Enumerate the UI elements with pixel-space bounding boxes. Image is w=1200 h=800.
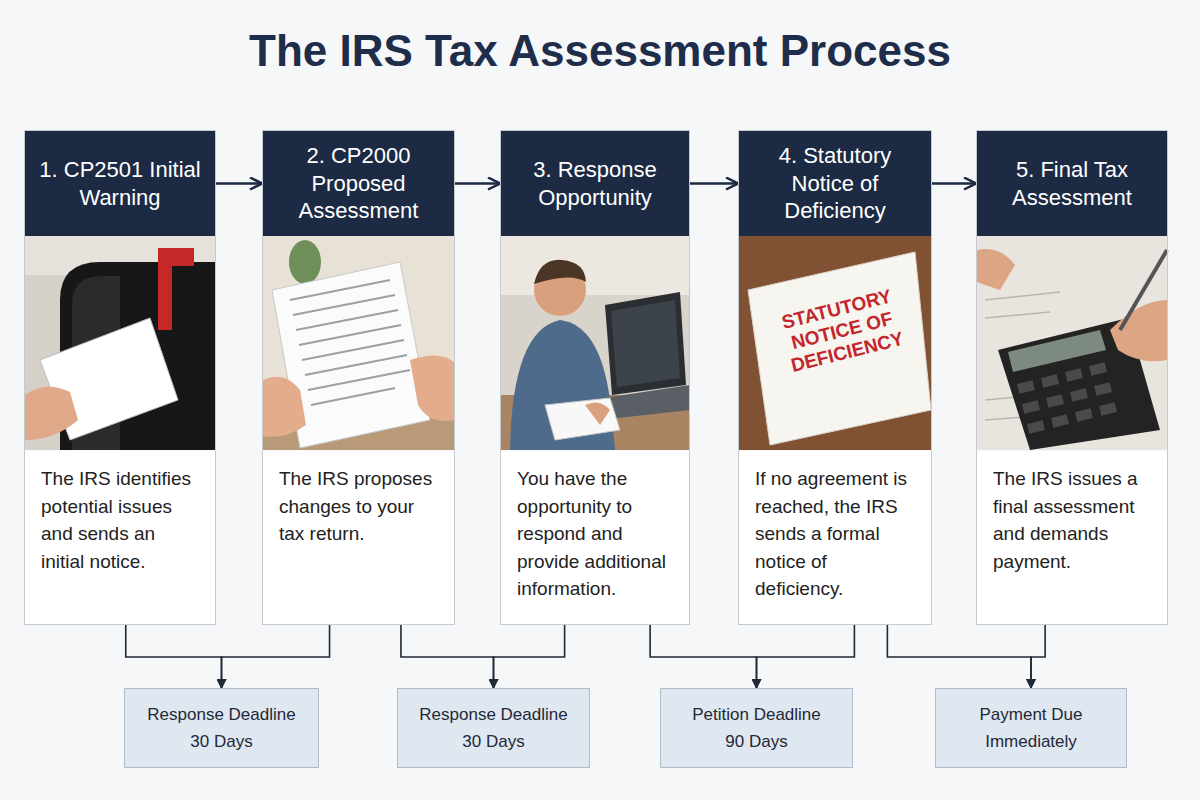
notice-photo	[739, 235, 931, 450]
step-description: The IRS proposes changes to your tax ret…	[279, 465, 438, 548]
deadline-box: Response Deadline30 Days	[397, 688, 590, 768]
deadline-box: Petition Deadline90 Days	[660, 688, 853, 768]
deadline-connector	[401, 625, 494, 688]
deadline-label: Response Deadline	[147, 701, 295, 728]
deadline-label: Petition Deadline	[692, 701, 821, 728]
flow-arrow	[216, 182, 262, 185]
deadline-label: Response Deadline	[419, 701, 567, 728]
description-panel: The IRS proposes changes to your tax ret…	[263, 451, 454, 624]
deadline-value: 30 Days	[462, 728, 524, 755]
heading-band: 5. Final Tax Assessment	[977, 131, 1167, 236]
flow-arrow	[932, 182, 976, 185]
deadline-connector	[887, 625, 1031, 688]
person-laptop-photo	[501, 235, 690, 450]
flow-arrow	[455, 182, 500, 185]
step-column: 5. Final Tax AssessmentThe IRS issues a …	[976, 130, 1168, 625]
deadline-connector	[757, 625, 855, 688]
deadline-value: 90 Days	[725, 728, 787, 755]
deadline-connector	[650, 625, 756, 688]
step-column: 2. CP2000 Proposed AssessmentThe IRS pro…	[262, 130, 455, 625]
picture-area	[501, 236, 689, 451]
letter-photo	[263, 235, 454, 450]
calculator-photo	[977, 235, 1167, 450]
step-description: The IRS issues a final assessment and de…	[993, 465, 1151, 575]
diagram-title: The IRS Tax Assessment Process	[0, 26, 1200, 76]
deadline-value: Immediately	[985, 728, 1077, 755]
deadline-label: Payment Due	[980, 701, 1083, 728]
heading-band: 2. CP2000 Proposed Assessment	[263, 131, 454, 236]
picture-area	[263, 236, 454, 451]
deadline-connector	[222, 625, 330, 688]
step-description: You have the opportunity to respond and …	[517, 465, 673, 603]
deadline-box: Payment DueImmediately	[935, 688, 1127, 768]
heading-band: 1. CP2501 Initial Warning	[25, 131, 215, 236]
mailbox-photo	[25, 235, 215, 450]
step-heading: 5. Final Tax Assessment	[987, 156, 1157, 211]
step-heading: 3. Response Opportunity	[511, 156, 679, 211]
flow-arrow	[690, 182, 738, 185]
deadline-connector	[1031, 625, 1045, 688]
heading-band: 3. Response Opportunity	[501, 131, 689, 236]
picture-area	[25, 236, 215, 451]
step-column: 1. CP2501 Initial WarningThe IRS identif…	[24, 130, 216, 625]
step-column: 3. Response OpportunityYou have the oppo…	[500, 130, 690, 625]
description-panel: You have the opportunity to respond and …	[501, 451, 689, 624]
step-heading: 1. CP2501 Initial Warning	[35, 156, 205, 211]
stamp-text: STATUTORY NOTICE OF DEFICIENCY	[756, 280, 927, 382]
description-panel: If no agreement is reached, the IRS send…	[739, 451, 931, 624]
step-heading: 4. Statutory Notice of Deficiency	[749, 142, 921, 225]
deadline-box: Response Deadline30 Days	[124, 688, 319, 768]
step-column: 4. Statutory Notice of Deficiency If no a…	[738, 130, 932, 625]
step-description: The IRS identifies potential issues and …	[41, 465, 199, 575]
description-panel: The IRS identifies potential issues and …	[25, 451, 215, 624]
step-description: If no agreement is reached, the IRS send…	[755, 465, 915, 603]
deadline-connector	[494, 625, 565, 688]
description-panel: The IRS issues a final assessment and de…	[977, 451, 1167, 624]
picture-area	[977, 236, 1167, 451]
deadline-connector	[126, 625, 222, 688]
heading-band: 4. Statutory Notice of Deficiency	[739, 131, 931, 236]
deadline-value: 30 Days	[190, 728, 252, 755]
step-heading: 2. CP2000 Proposed Assessment	[273, 142, 444, 225]
